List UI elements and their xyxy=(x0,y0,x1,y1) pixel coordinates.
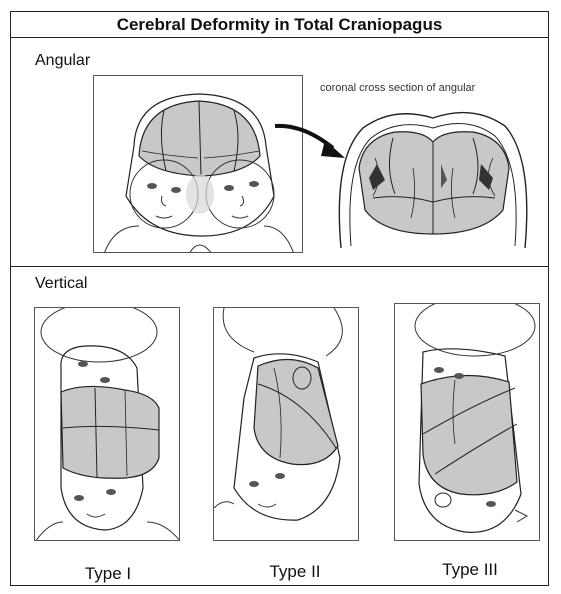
type-1-label: Type I xyxy=(48,564,168,584)
figure-title: Cerebral Deformity in Total Craniopagus xyxy=(11,12,548,38)
angular-twins-illustration xyxy=(93,75,303,253)
coronal-cross-section-illustration xyxy=(333,98,533,258)
angular-section-label: Angular xyxy=(35,52,90,70)
vertical-type-1-illustration xyxy=(34,307,180,541)
section-divider xyxy=(11,266,548,267)
vertical-type-2-illustration xyxy=(213,307,359,541)
angular-caption: coronal cross section of angular xyxy=(320,82,475,94)
vertical-section-label: Vertical xyxy=(35,275,87,293)
vertical-type-3-illustration xyxy=(394,303,540,541)
type-2-label: Type II xyxy=(235,562,355,582)
type-3-label: Type III xyxy=(410,560,530,580)
